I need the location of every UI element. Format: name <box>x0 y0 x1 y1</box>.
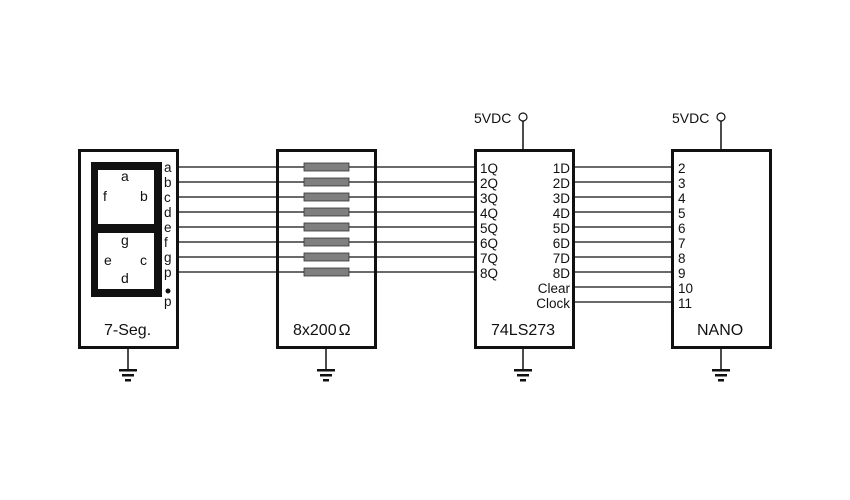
latch-d-pin-label: 8D <box>553 266 571 281</box>
nano-pin-label: 11 <box>678 296 692 311</box>
latch-q-pin-label: 1Q <box>480 161 498 176</box>
seven-seg-pin-label: c <box>164 190 171 205</box>
supply-terminal-icon <box>518 112 528 122</box>
resistor <box>303 222 350 232</box>
resistor <box>303 192 350 202</box>
nano-pin-label: 6 <box>678 221 686 236</box>
latch-q-pin-label: 6Q <box>480 236 498 251</box>
latch-d-pin-label: 5D <box>553 221 571 236</box>
nano-pin-label: 2 <box>678 161 686 176</box>
latch-supply: 5VDC <box>474 110 528 149</box>
latch-q-pin-label: 3Q <box>480 191 498 206</box>
resistor <box>303 162 350 172</box>
segment-a-label: a <box>121 168 129 184</box>
latch-d-pin-label: 7D <box>553 251 571 266</box>
segment-f-label: f <box>103 188 107 204</box>
seven-seg-pin-label: g <box>164 250 172 265</box>
ground-icon <box>712 349 730 382</box>
latch-q-pin-label: 8Q <box>480 266 498 281</box>
seven-seg-pin-label: a <box>164 160 172 175</box>
resistor <box>303 207 350 217</box>
latch-q-pin-label: 4Q <box>480 206 498 221</box>
nano-pin-label: 9 <box>678 266 686 281</box>
latch-d-pin-label: Clear <box>538 281 571 296</box>
nano-pin-label: 8 <box>678 251 686 266</box>
resistor <box>303 177 350 187</box>
latch-title: 74LS273 <box>491 322 555 339</box>
seven-seg-box <box>78 149 179 349</box>
segment-c-label: c <box>140 252 147 268</box>
display-upper <box>98 170 154 224</box>
latch-box <box>474 149 575 349</box>
latch-supply-label: 5VDC <box>474 110 511 126</box>
seven-seg-pin-label: f <box>164 235 168 250</box>
ground-icon <box>514 349 532 382</box>
seven-seg-pin-label: b <box>164 175 172 190</box>
latch-q-pin-label: 7Q <box>480 251 498 266</box>
dp-label: p <box>164 294 172 309</box>
segment-d-label: d <box>121 270 129 286</box>
resistor <box>303 267 350 277</box>
seven-seg-pin-label: e <box>164 220 172 235</box>
segment-e-label: e <box>104 252 112 268</box>
latch-d-pin-label: 2D <box>553 176 571 191</box>
seven-seg-pin-label: d <box>164 205 172 220</box>
nano-pin-label: 4 <box>678 191 686 206</box>
resistor <box>303 237 350 247</box>
latch-d-pin-label: 1D <box>553 161 571 176</box>
latch-d-pin-label: 6D <box>553 236 571 251</box>
nano-box <box>671 149 772 349</box>
segment-b-label: b <box>140 188 148 204</box>
resistor <box>303 252 350 262</box>
latch-d-pin-label: 4D <box>553 206 571 221</box>
ground-icon <box>119 349 137 382</box>
supply-terminal-icon <box>716 112 726 122</box>
latch-d-pin-label: 3D <box>553 191 571 206</box>
display-lower <box>98 233 154 289</box>
nano-pin-label: 7 <box>678 236 686 251</box>
segment-g-label: g <box>121 232 129 248</box>
nano-pin-label: 3 <box>678 176 686 191</box>
nano-supply: 5VDC <box>672 110 726 149</box>
resistor-box <box>276 149 377 349</box>
latch-d-pin-label: Clock <box>536 296 570 311</box>
latch-q-pin-label: 2Q <box>480 176 498 191</box>
nano-pin-label: 10 <box>678 281 693 296</box>
ground-icon <box>317 349 335 382</box>
nano-supply-label: 5VDC <box>672 110 709 126</box>
seven-seg-title: 7-Seg. <box>104 322 151 339</box>
latch-q-pin-label: 5Q <box>480 221 498 236</box>
seven-seg-pin-label: p <box>164 265 172 280</box>
nano-pin-label: 5 <box>678 206 686 221</box>
decimal-point <box>165 288 171 294</box>
nano-title: NANO <box>697 322 743 339</box>
